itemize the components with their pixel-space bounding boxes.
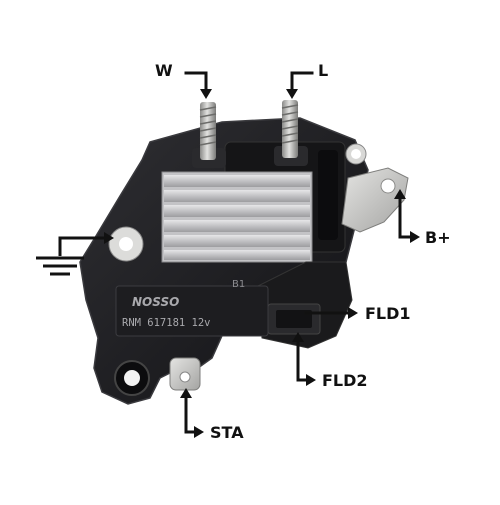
terminal-l-stud (274, 100, 308, 166)
part-number: RNM 617181 12v (122, 317, 211, 329)
arrow-w (184, 71, 212, 99)
label-sta: STA (210, 423, 244, 442)
label-fld2: FLD2 (322, 371, 368, 390)
terminal-bplus-bracket (341, 167, 409, 233)
ground-eyelet (108, 226, 144, 262)
arrow-fld1 (304, 307, 358, 319)
heatsink (161, 171, 313, 263)
label-w: W (155, 61, 173, 80)
board-mark: B1 (232, 279, 245, 290)
arrow-fld2 (292, 332, 316, 386)
ground-symbol-icon (36, 232, 114, 276)
arrow-l (286, 71, 314, 99)
heatsink-slot (318, 150, 338, 240)
label-fld1: FLD1 (365, 304, 411, 323)
arrow-bplus (394, 189, 420, 243)
label-bplus: B+ (425, 228, 451, 247)
callout-arrows (180, 71, 420, 438)
terminal-w-stud (192, 102, 226, 168)
terminal-sta-tab (169, 357, 201, 391)
label-l: L (318, 61, 329, 80)
brand-logo: NOSSO (132, 295, 179, 309)
regulator-label-block: B1 NOSSO RNM 617181 12v (115, 279, 269, 337)
arrow-sta (180, 388, 204, 438)
mounting-hole-bottom (114, 360, 150, 396)
